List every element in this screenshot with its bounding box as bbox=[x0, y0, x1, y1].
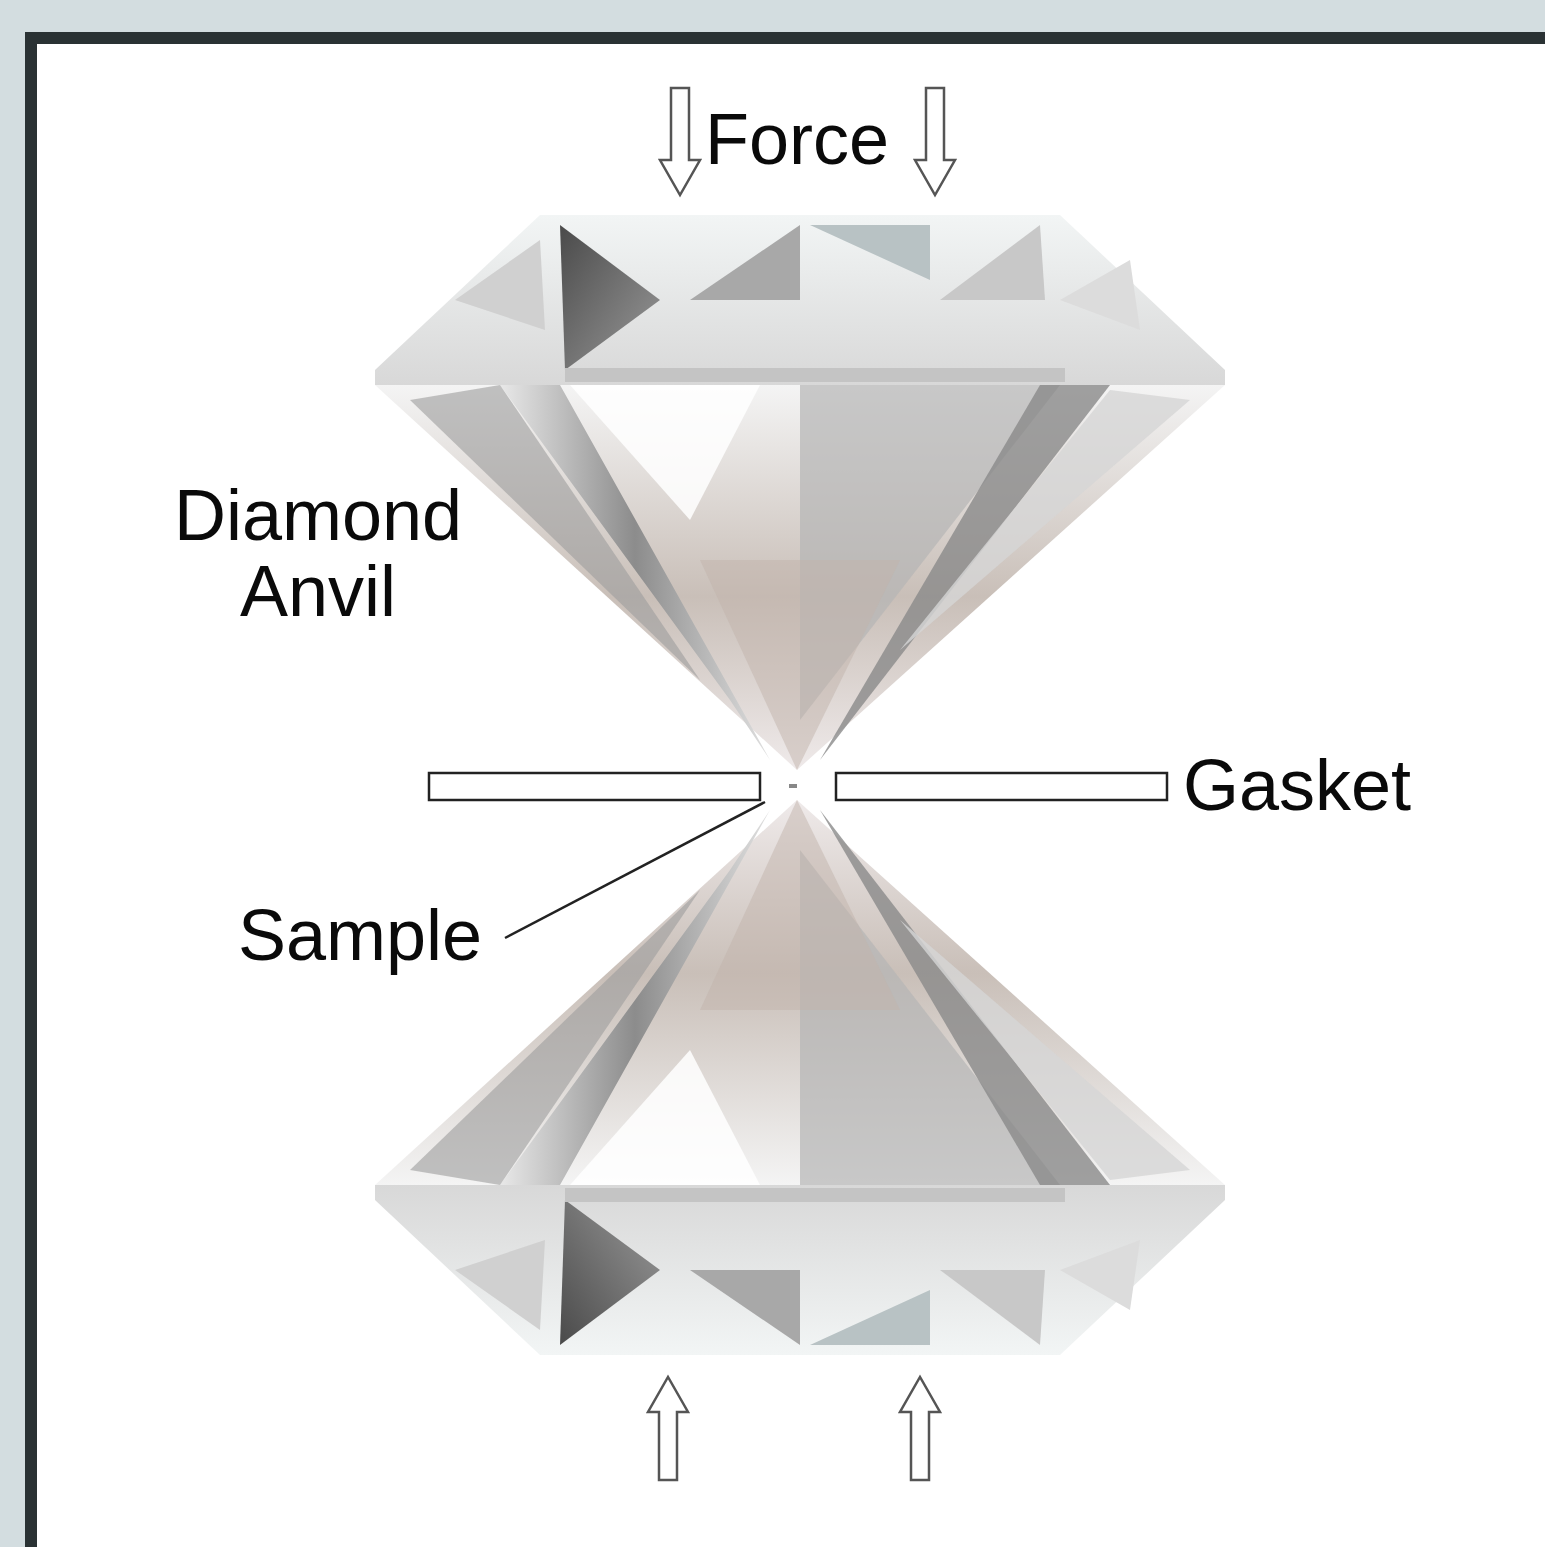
gasket-right bbox=[836, 773, 1167, 800]
part-label: Diamond Anvil bbox=[148, 478, 488, 629]
force-label: Force bbox=[705, 102, 889, 178]
force-arrow bbox=[660, 88, 700, 195]
force-arrow bbox=[648, 1377, 688, 1480]
leader-line bbox=[505, 802, 765, 938]
sample-chamber bbox=[789, 784, 797, 788]
part-label: Gasket bbox=[1183, 748, 1411, 824]
force-arrow bbox=[900, 1377, 940, 1480]
top-diamond bbox=[375, 215, 1225, 770]
part-label: Sample bbox=[238, 898, 482, 974]
bottom-diamond bbox=[375, 800, 1225, 1355]
gasket-left bbox=[429, 773, 760, 800]
force-arrow bbox=[915, 88, 955, 195]
